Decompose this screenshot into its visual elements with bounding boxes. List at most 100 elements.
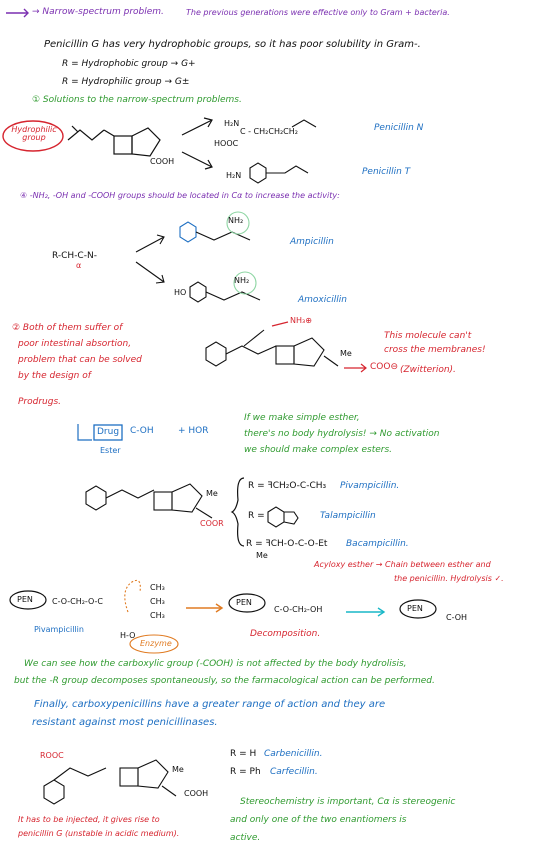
alpha-label: α [76,261,82,270]
ho-label-2: H-O [120,631,136,640]
carfecillin-label: Carfecillin. [270,767,318,777]
hydrophobic-rule: R = Hydrophobic group → G+ [62,59,196,69]
pen-label-1: PEN [17,595,33,604]
molecule-note-1: This molecule can't [384,331,472,341]
r-option-1: R = ꟻCH₂O-C-CH₃ [248,481,327,491]
stereo-note-3: active. [230,833,261,843]
ch3-label-2: CH₃ [150,597,165,606]
zwitterion-label: (Zwitterion). [400,365,456,375]
pen-n-chain-label: C - CH₂CH₂CH₂ [240,127,298,136]
decomposition-label: Decomposition. [250,629,321,639]
hydrophilic-label: Hydrophilic group [11,125,57,142]
molecule-note-2: cross the membranes! [384,345,486,355]
teal-arrow [346,607,386,617]
title-note: The previous generations were effective … [186,8,450,17]
stereo-note-1: Stereochemistry is important, Cα is ster… [240,797,456,807]
cooh-label-1: COOH [150,157,175,166]
prodrugs-label: Prodrugs. [18,397,62,407]
pen-oval-1 [9,590,47,610]
h2n-label-2: H₂N [226,171,242,180]
me-label-2: Me [206,489,218,498]
me-label-3: Me [256,551,268,560]
r-group-label: R-CH-C-N- [52,251,97,261]
pen-label-3: PEN [407,604,423,613]
r-group-brace [230,477,245,547]
prodrug-penicillin [85,483,213,519]
h2n-label-1: H₂N [224,119,240,128]
r-option-3: R = ꟻCH-O-C-O-Et [246,539,328,549]
orange-arrow [186,603,224,613]
section1-heading: ① Solutions to the narrow-spectrum probl… [32,95,242,105]
simple-ester-1: If we make simple esther, [244,413,360,423]
pen-oval-3 [399,599,437,619]
stereo-note-2: and only one of the two enantiomers is [230,815,407,825]
pen-oval-2 [228,593,266,613]
carbenicillin-label: Carbenicillin. [264,749,323,759]
drug-label: Drug [97,427,120,437]
amoxicillin-structure [189,271,261,303]
me-label-1: Me [340,349,352,358]
cooh-label-2: COOH [184,789,209,798]
conclusion-3: Finally, carboxypenicillins have a great… [34,699,386,710]
title-arrow [6,8,29,18]
ester-arrow [77,424,92,441]
absorption-note-1: ② Both of them suffer of [12,323,123,333]
rooc-label: ROOC [40,751,64,760]
enzyme-path [124,579,179,654]
ch3-label-3: CH₃ [150,611,165,620]
absorption-note-4: by the design of [18,371,91,381]
coor-label: COOR [200,519,224,528]
nh2-label-2: NH₂ [234,276,250,285]
pen-label-2: PEN [236,598,252,607]
conclusion-4: resistant against most penicillinases. [32,717,218,728]
hydrophilic-rule: R = Hydrophilic group → G± [62,77,190,87]
coo-arrow [271,321,367,373]
pen-n-chain [291,119,317,128]
benzene-ring-pen-t [249,162,309,184]
bacampicillin-label: Bacampicillin. [346,539,409,549]
amoxicillin-label: Amoxicillin [298,295,347,305]
talampicillin-label: Talampicillin [320,511,376,521]
c-oh-label-2: C-OH [446,613,468,622]
conclusion-2: but the -R group decomposes spontaneousl… [14,676,435,686]
acyloxy-note-1: Acyloxy esther → Chain between esther an… [314,560,491,569]
c-oh-label: C-OH [130,426,154,436]
split-arrows-1 [181,117,213,170]
carbenicillin-structure [43,759,177,805]
nh3-label: NH₃⊕ [290,316,312,325]
ampicillin-zwitterion [205,329,339,367]
title: → Narrow-spectrum problem. [32,7,164,17]
ampicillin-structure [179,211,251,243]
penicillin-n-label: Penicillin N [374,123,424,133]
ch3-label-1: CH₃ [150,583,165,592]
enzyme-label: Enzyme [140,639,172,648]
penam-core-1 [67,125,161,157]
ch2oh-label: C-O-CH₂-OH [274,605,323,614]
ester-chain-label: C-O-CH₂-O-C [52,597,104,606]
pivampicillin-label: Pivampicillin. [340,481,400,491]
penicillin-t-label: Penicillin T [362,167,411,177]
phthalide-ring [267,506,299,528]
ester-label: Ester [100,446,121,455]
ho-label: HO [174,288,187,297]
intro-line: Penicillin G has very hydrophobic groups… [44,39,421,50]
injected-note-2: penicillin G (unstable in acidic medium)… [18,829,180,838]
nh2-label-1: NH₂ [228,216,244,225]
ampicillin-label: Ampicillin [290,237,334,247]
drug-box [93,424,123,441]
conclusion-1: We can see how the carboxylic group (-CO… [24,659,407,669]
branch-arrows-2 [135,234,165,284]
hor-label: + HOR [178,426,209,436]
simple-ester-3: we should make complex esters. [244,445,393,455]
me-label-4: Me [172,765,184,774]
absorption-note-2: poor intestinal absortion, [18,339,132,349]
r-h-label: R = H [230,749,257,759]
simple-ester-2: there's no body hydrolysis! → No activat… [244,429,440,439]
injected-note-1: It has to be injected, it gives rise to [18,815,160,824]
r-ph-label: R = Ph [230,767,261,777]
acyloxy-note-2: the penicillin. Hydrolysis ✓. [394,574,504,583]
hydrophilic-oval [2,120,64,152]
pivampicillin-small-label: Pivampicillin [34,625,84,634]
section2-heading: ④ -NH₂, -OH and -COOH groups should be l… [20,191,340,200]
